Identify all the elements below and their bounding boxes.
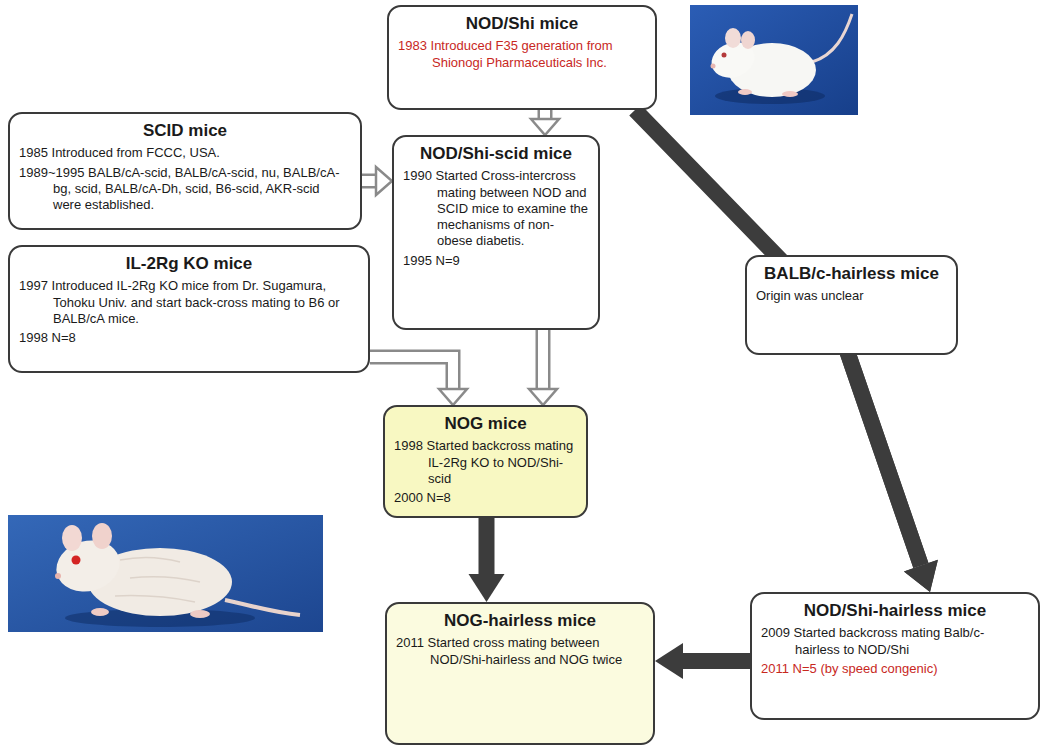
- thick-arrow: [469, 518, 505, 602]
- mouse-nose: [711, 64, 716, 69]
- history-note: 1995 N=9: [403, 253, 589, 269]
- arrow-fill: [538, 330, 548, 389]
- strain-box: NOD/Shi-scid mice 1990 Started Cross-inte…: [392, 135, 600, 330]
- strain-box: NOG-hairless mice 2011 Started cross mati…: [385, 602, 655, 745]
- history-note: 1998 N=8: [19, 330, 359, 346]
- arrow-outline: [370, 357, 453, 389]
- arrow-head: [904, 560, 938, 592]
- arrow-shaft: [479, 518, 495, 574]
- arrow-outline: [362, 174, 376, 189]
- arrow-head: [469, 574, 505, 602]
- history-note: 1989~1995 BALB/cA-scid, BALB/cA-scid, nu…: [19, 165, 351, 214]
- strain-box: NOG mice 1998 Started backcross mating IL…: [383, 405, 588, 518]
- arrow-shaft: [683, 653, 750, 669]
- strain-name: NOD/Shi-scid mice: [403, 143, 589, 164]
- strain-name: NOG-hairless mice: [396, 610, 644, 631]
- mouse-ear: [92, 523, 112, 549]
- history-note: 2011 N=5 (by speed congenic): [761, 661, 1029, 677]
- skin-folds: [115, 557, 200, 602]
- photo-background: [8, 515, 323, 632]
- history-note: 1983 Introduced F35 generation from Shio…: [398, 38, 646, 71]
- strain-box: IL-2Rg KO mice 1997 Introduced IL-2Rg KO …: [8, 245, 370, 373]
- mouse-tail: [812, 14, 852, 62]
- history-note: 2000 N=8: [394, 490, 577, 506]
- arrow-outline: [538, 110, 553, 119]
- mouse-foot: [190, 610, 210, 618]
- mouse-foot: [738, 89, 752, 95]
- strain-name: NOD/Shi mice: [398, 13, 646, 34]
- strain-name: IL-2Rg KO mice: [19, 253, 359, 274]
- hollow-arrow: [362, 167, 392, 195]
- strain-box: NOD/Shi mice 1983 Introduced F35 generati…: [387, 5, 657, 110]
- arrow-head: [376, 167, 392, 195]
- strain-box: SCID mice 1985 Introduced from FCCC, USA.…: [8, 112, 362, 230]
- arrow-head: [655, 643, 683, 679]
- arrow-head: [531, 119, 559, 135]
- mouse-eye: [72, 556, 81, 565]
- strain-name: BALB/c-hairless mice: [756, 263, 947, 284]
- thick-arrow: [655, 643, 750, 679]
- thick-arrow: [845, 345, 938, 592]
- mouse-nose: [55, 573, 61, 579]
- photo-background: [690, 5, 858, 115]
- mouse-eye: [722, 53, 727, 58]
- history-note: 1998 Started backcross mating IL-2Rg KO …: [394, 438, 577, 487]
- mouse-foot: [782, 91, 798, 97]
- strain-name: NOD/Shi-hairless mice: [761, 600, 1029, 621]
- history-note: 2011 Started cross mating between NOD/Sh…: [396, 635, 644, 668]
- arrow-head: [529, 389, 557, 405]
- history-note: 2009 Started backcross mating Balb/c-hai…: [761, 625, 1029, 658]
- arrow-fill: [540, 110, 550, 119]
- strain-name: SCID mice: [19, 120, 351, 141]
- strain-box: BALB/c-hairless miceOrigin was unclear: [745, 255, 958, 355]
- arrow-outline: [536, 330, 551, 389]
- mouse-ear: [62, 525, 82, 551]
- history-note: 1985 Introduced from FCCC, USA.: [19, 145, 351, 161]
- hollow-arrow: [531, 110, 559, 135]
- mouse-head: [51, 534, 126, 599]
- mouse-ear: [725, 28, 741, 48]
- white-mouse-photo: [690, 5, 858, 115]
- history-note: 1990 Started Cross-intercross mating bet…: [403, 168, 589, 249]
- hairless-mouse-photo: [8, 515, 323, 632]
- history-note: Origin was unclear: [756, 288, 947, 304]
- arrow-fill: [362, 176, 376, 186]
- mouse-ear: [741, 31, 755, 49]
- arrow-head: [439, 389, 467, 405]
- hollow-arrow: [370, 357, 467, 405]
- strain-name: NOG mice: [394, 413, 577, 434]
- arrow-shaft: [845, 345, 921, 566]
- hollow-arrow: [529, 330, 557, 405]
- history-note: 1997 Introduced IL-2Rg KO mice from Dr. …: [19, 278, 359, 327]
- arrow-fill: [370, 357, 453, 389]
- strain-box: NOD/Shi-hairless mice 2009 Started backcr…: [750, 592, 1040, 720]
- mouse-tail: [225, 600, 300, 615]
- mouse-foot: [91, 608, 109, 616]
